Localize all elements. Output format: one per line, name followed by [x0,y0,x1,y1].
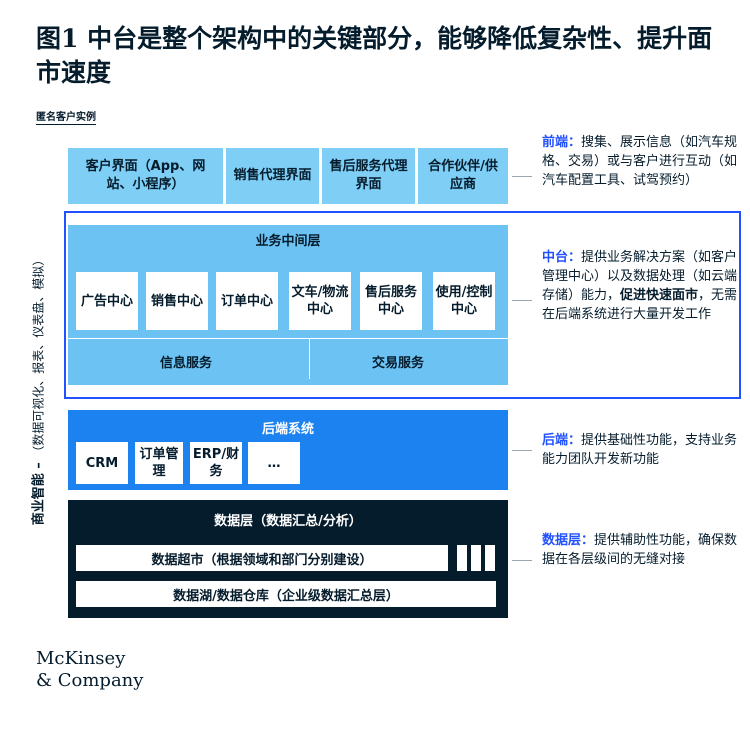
backend-erp: ERP/财务 [190,442,242,484]
backend-more: … [248,442,300,484]
front-connector [512,176,532,177]
front-item-customer: 客户界面（App、网站、小程序） [68,148,223,204]
desc-backend-label: 后端： [542,433,582,448]
service-transaction: 交易服务 [372,356,425,371]
middle-layer-heading: 业务中间层 [255,234,321,249]
backend-heading: 后端系统 [261,422,314,437]
services-split [309,339,310,379]
data-mart: 数据超市（根据领域和部门分别建设） [76,545,448,571]
side-label: 商业智能 – （数据可视化、报表、仪表盘、模拟） [20,213,54,565]
mckinsey-logo: McKinsey & Company [36,648,143,692]
module-orders: 订单中心 [216,272,278,330]
data-layer-heading: 数据层（数据汇总/分析） [214,514,362,529]
middle-connector [512,300,532,301]
data-mart-stripe [485,545,495,571]
desc-front-text: 搜集、展示信息（如汽车规格、交易）或与客户进行互动（如汽车配置工具、试驾预约） [542,135,738,188]
module-advertising: 广告中心 [76,272,138,330]
desc-backend-text: 提供基础性功能，支持业务能力团队开发新功能 [542,433,738,467]
desc-front: 前端：搜集、展示信息（如汽车规格、交易）或与客户进行互动（如汽车配置工具、试驾预… [542,133,742,190]
desc-middle: 中台：提供业务解决方案（如客户管理中心）以及数据处理（如云端存储）能力，促进快速… [542,248,742,324]
desc-data: 数据层：提供辅助性功能，确保数据在各层级间的无缝对接 [542,531,742,569]
figure-title: 图1 中台是整个架构中的关键部分，能够降低复杂性、提升面市速度 [36,24,713,87]
desc-middle-bold: 促进快速面市 [620,288,699,303]
desc-backend: 后端：提供基础性功能，支持业务能力团队开发新功能 [542,431,742,469]
front-item-partner: 合作伙伴/供应商 [418,148,508,204]
front-item-aftersales: 售后服务代理界面 [322,148,415,204]
data-lake: 数据湖/数据仓库（企业级数据汇总层） [76,581,496,607]
desc-middle-label: 中台： [542,250,582,265]
front-layer: 客户界面（App、网站、小程序） 销售代理界面 售后服务代理界面 合作伙伴/供应… [68,148,508,204]
logo-line2: & Company [36,670,144,691]
logo-line1: McKinsey [36,648,126,669]
module-usage-control: 使用/控制中心 [433,272,495,330]
desc-middle-text1: 提供业务解决方案（如客户管理中心）以及数据处理（如云端存储）能力， [542,250,738,303]
backend-connector [512,450,532,451]
desc-middle-text2: ，无需在后端系统进行大量开发工作 [542,288,738,322]
middle-highlight-frame [64,211,741,399]
figure-subtitle: 匿名客户实例 [36,108,96,125]
desc-data-text: 提供辅助性功能，确保数据在各层级间的无缝对接 [542,533,738,567]
backend-crm: CRM [76,442,128,484]
module-logistics: 文车/物流中心 [289,272,351,330]
side-label-rest: （数据可视化、报表、仪表盘、模拟） [31,253,46,458]
front-item-sales: 销售代理界面 [226,148,319,204]
desc-data-label: 数据层： [542,533,595,548]
backend-order-mgmt: 订单管理 [135,442,183,484]
data-connector [512,560,532,561]
data-mart-stripe [457,545,467,571]
data-mart-stripe [471,545,481,571]
desc-front-label: 前端： [542,135,582,150]
side-label-bold: 商业智能 – [31,457,47,525]
service-information: 信息服务 [160,356,213,371]
services-divider [68,338,508,339]
module-sales: 销售中心 [146,272,208,330]
module-aftersales: 售后服务中心 [360,272,422,330]
